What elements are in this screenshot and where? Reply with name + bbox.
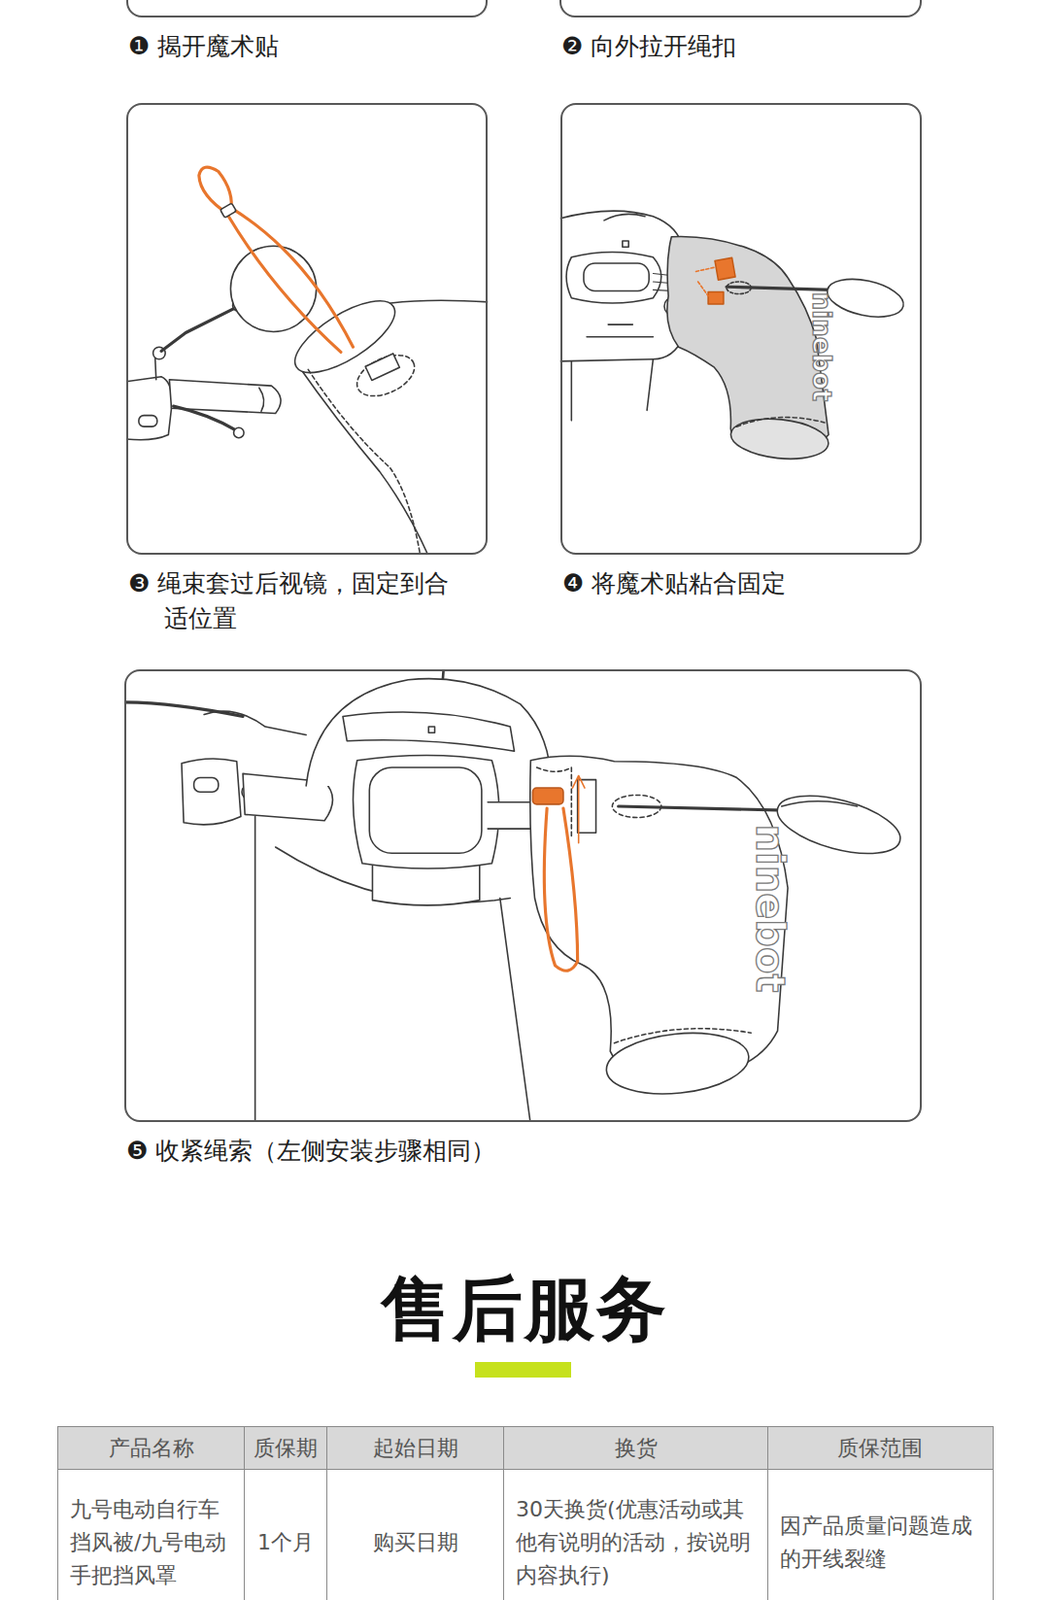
pull-arrow bbox=[572, 775, 585, 843]
velcro-tab bbox=[577, 779, 597, 834]
table-header-cell: 起始日期 bbox=[326, 1425, 504, 1470]
switch-block bbox=[181, 758, 241, 825]
table-cell: 1个月 bbox=[243, 1469, 327, 1600]
cord-clip bbox=[220, 203, 237, 218]
hole-mark bbox=[611, 794, 661, 817]
step-caption: ❺ 收紧绳索（左侧安装步骤相同） bbox=[126, 1133, 865, 1169]
table-cell: 购买日期 bbox=[326, 1469, 504, 1600]
step-panel: ❺ 收紧绳索（左侧安装步骤相同） bbox=[124, 669, 922, 1122]
table-cell: 九号电动自行车挡风被/九号电动手把挡风罩 bbox=[57, 1469, 244, 1600]
mirror-arm bbox=[161, 305, 239, 351]
switch-button bbox=[138, 415, 158, 428]
dash-box bbox=[342, 711, 515, 751]
table-cell: 因产品质量问题造成的开线裂缝 bbox=[767, 1469, 994, 1600]
hole-mark bbox=[726, 281, 751, 295]
step5-illustration bbox=[124, 669, 907, 1121]
illustrations bbox=[120, 167, 908, 1125]
mirror bbox=[823, 272, 908, 324]
lever-pivot bbox=[155, 357, 157, 380]
step4-illustration bbox=[560, 210, 908, 464]
indicator bbox=[622, 240, 629, 247]
display-screen bbox=[583, 263, 649, 291]
velcro-tab bbox=[714, 257, 736, 280]
cowl-line bbox=[604, 213, 645, 221]
cover-opening bbox=[284, 287, 406, 387]
step-panel: ❸ 绳束套过后视镜，固定到合适位置 bbox=[126, 102, 488, 555]
switch-block bbox=[126, 376, 172, 440]
mirror bbox=[230, 245, 316, 332]
brake-lever bbox=[124, 702, 243, 717]
mirror-stick bbox=[618, 806, 786, 811]
stitch-line bbox=[613, 1028, 751, 1044]
brake-lever bbox=[173, 406, 237, 431]
step3-illustration bbox=[126, 167, 488, 554]
step-panel: ❶ 揭开魔术贴 bbox=[126, 0, 488, 18]
velcro-tab bbox=[365, 353, 400, 381]
table-cell: 30天换货(优惠活动或其他有说明的活动，按说明内容执行) bbox=[503, 1469, 768, 1600]
velcro-zone bbox=[350, 346, 421, 405]
display-screen bbox=[369, 767, 482, 853]
switch-button bbox=[194, 778, 219, 793]
cable bbox=[203, 710, 306, 735]
lever-tip bbox=[234, 427, 245, 439]
cover-bottom bbox=[728, 414, 830, 464]
cord-strand bbox=[235, 209, 354, 347]
cord-strand bbox=[228, 216, 341, 353]
mirror-rim bbox=[781, 801, 858, 807]
step-panel: ❷ 向外拉开绳扣 bbox=[559, 0, 922, 18]
velcro-tab bbox=[708, 291, 724, 305]
table-header-cell: 换货 bbox=[503, 1425, 768, 1470]
brand-mark: ninebot bbox=[750, 823, 790, 992]
motion-arrow bbox=[696, 267, 715, 296]
stitch-line bbox=[307, 369, 421, 554]
cord-clip bbox=[532, 787, 564, 805]
display bbox=[566, 251, 662, 304]
table-header-cell: 质保范围 bbox=[767, 1425, 994, 1470]
hand-cover bbox=[530, 755, 788, 1078]
cover-bottom bbox=[603, 1026, 752, 1101]
section-title: 售后服务 bbox=[0, 1262, 1049, 1356]
step-caption: ❸ 绳束套过后视镜，固定到合适位置 bbox=[128, 566, 459, 637]
table-header-cell: 质保期 bbox=[243, 1425, 327, 1470]
stitch-line bbox=[737, 417, 825, 428]
step-caption: ❷ 向外拉开绳扣 bbox=[561, 29, 1049, 65]
accent-bar bbox=[474, 1361, 572, 1378]
table-header-cell: 产品名称 bbox=[57, 1425, 244, 1470]
indicator bbox=[428, 726, 435, 733]
display bbox=[353, 754, 500, 869]
hand-cover bbox=[667, 236, 829, 457]
cord-loop bbox=[543, 808, 577, 971]
mirror bbox=[771, 784, 907, 865]
step-panel: ❹ 将魔术贴粘合固定 bbox=[560, 102, 922, 555]
body-lines bbox=[571, 324, 653, 421]
grip-end bbox=[259, 387, 265, 411]
mirror-stick bbox=[726, 286, 832, 290]
stem bbox=[372, 865, 479, 906]
step-caption: ❹ 将魔术贴粘合固定 bbox=[562, 566, 1049, 602]
scooter-head bbox=[560, 210, 684, 362]
brand-mark: ninebot bbox=[809, 292, 835, 402]
